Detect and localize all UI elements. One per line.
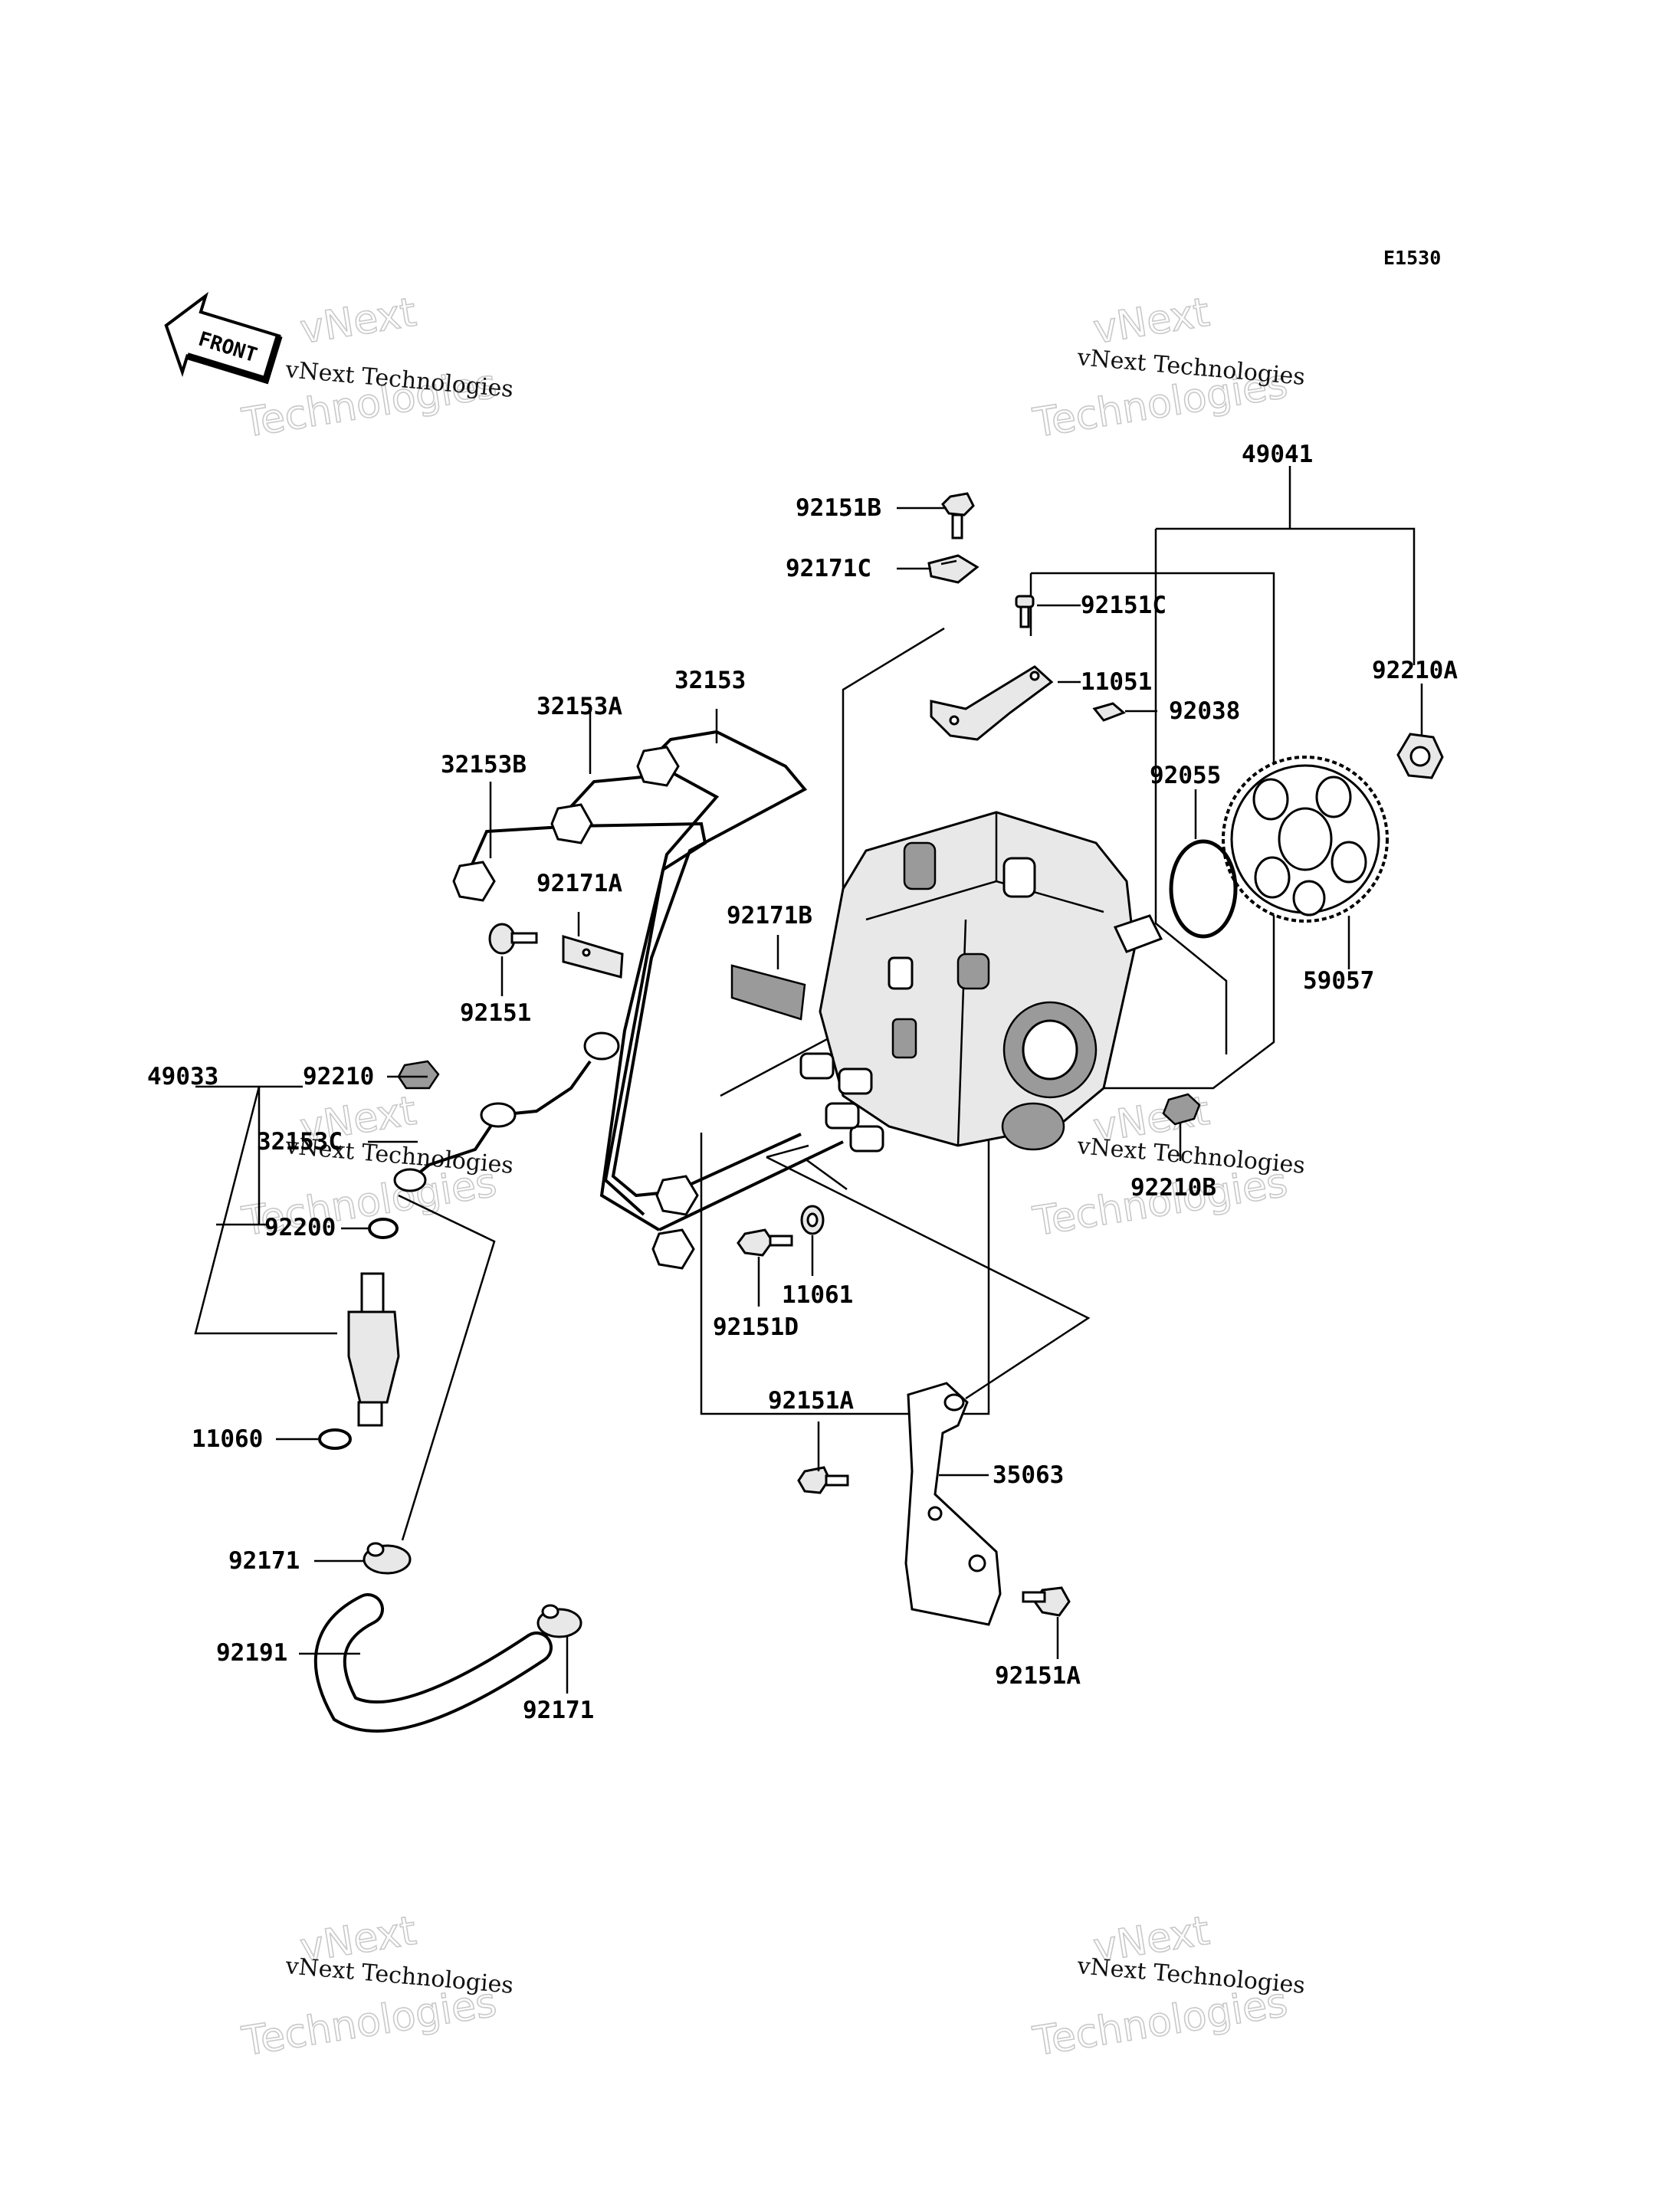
label-11060: 11060 <box>192 1425 263 1453</box>
bolt-92151 <box>488 923 538 955</box>
part-labels: 49041 92151B 92171C 92151C 92210A 11051 … <box>147 441 1458 1724</box>
bolt-92151b <box>941 492 975 539</box>
nut-92210 <box>397 1060 440 1090</box>
fuel-pipe-32153 <box>611 730 808 1198</box>
front-arrow-icon: FRONT <box>164 291 283 385</box>
label-92200: 92200 <box>264 1214 336 1241</box>
label-92151b: 92151B <box>796 494 881 522</box>
nut-92210b <box>1162 1093 1201 1126</box>
clamp-92171b <box>730 964 806 1021</box>
label-49041: 49041 <box>1242 441 1313 468</box>
watermark-big-top: vNext <box>1091 290 1212 353</box>
watermark-top-right: vNext Technologies vNext Technologies <box>1029 289 1306 448</box>
gear-59057 <box>1222 756 1389 923</box>
label-92210: 92210 <box>303 1063 374 1090</box>
nozzle-holder <box>347 1272 400 1427</box>
label-32153b: 32153B <box>441 751 527 779</box>
watermark-top-left: vNext Technologies vNext Technologies <box>238 289 514 448</box>
watermark-big-top: vNext <box>297 290 419 353</box>
nut-92210a <box>1396 733 1444 779</box>
label-92171-right: 92171 <box>523 1697 594 1724</box>
label-92210b: 92210B <box>1130 1174 1216 1202</box>
label-leaders <box>276 507 1423 1694</box>
label-92151c: 92151C <box>1081 592 1166 619</box>
pipe-nuts <box>452 746 699 1270</box>
label-92151d: 92151D <box>713 1313 799 1341</box>
label-32153: 32153 <box>674 667 746 694</box>
injection-pump <box>799 811 1163 1153</box>
label-32153c: 32153C <box>257 1128 343 1156</box>
fuel-pipe-32153b <box>470 821 707 1216</box>
clip-92171-right <box>536 1604 582 1638</box>
watermark-small: vNext Technologies <box>1075 1953 1306 1999</box>
label-92171-left: 92171 <box>228 1547 300 1575</box>
bolt-92151a-bottom <box>1022 1586 1071 1617</box>
watermark-small: vNext Technologies <box>1075 1133 1306 1179</box>
label-92038: 92038 <box>1169 697 1240 725</box>
label-11051: 11051 <box>1081 668 1152 696</box>
diagram-code: E1530 <box>1383 247 1441 269</box>
label-92151a-top: 92151A <box>768 1387 854 1415</box>
bracket-11051 <box>930 665 1054 741</box>
clip-92171-left <box>363 1542 412 1575</box>
label-92171c: 92171C <box>786 555 871 582</box>
label-92055: 92055 <box>1150 762 1221 789</box>
bolt-92151c <box>1015 595 1035 628</box>
label-92171a: 92171A <box>536 870 622 897</box>
clamp-92171a <box>562 934 624 979</box>
label-32153a: 32153A <box>536 693 622 720</box>
watermark-small: vNext Technologies <box>284 1953 514 1999</box>
o-ring-92055 <box>1169 839 1238 939</box>
watermark-bottom-left: vNext Technologies vNext Technologies <box>238 1907 514 2066</box>
fuel-pipe-32153a <box>566 772 844 1231</box>
label-59057: 59057 <box>1303 967 1374 995</box>
label-92151a-bottom: 92151A <box>995 1662 1081 1690</box>
bolt-92151d <box>737 1228 793 1257</box>
key-92038 <box>1092 702 1126 722</box>
hose-92191 <box>313 1593 553 1733</box>
label-92171b: 92171B <box>727 902 812 930</box>
fuel-pipe-32153c <box>393 1031 620 1192</box>
washer-11060 <box>318 1428 352 1450</box>
clip-92171c <box>927 554 979 584</box>
watermark-bottom-right: vNext Technologies vNext Technologies <box>1029 1907 1306 2066</box>
label-35063: 35063 <box>993 1461 1064 1489</box>
label-92151: 92151 <box>460 999 531 1027</box>
label-92210a: 92210A <box>1372 657 1458 684</box>
bracket-35063 <box>904 1382 1002 1626</box>
washer-92200 <box>368 1218 399 1239</box>
label-11061: 11061 <box>782 1281 853 1309</box>
label-92191: 92191 <box>216 1639 287 1667</box>
washer-11061 <box>800 1205 825 1235</box>
label-49033: 49033 <box>147 1063 218 1090</box>
bolt-92151a-top <box>797 1466 849 1494</box>
